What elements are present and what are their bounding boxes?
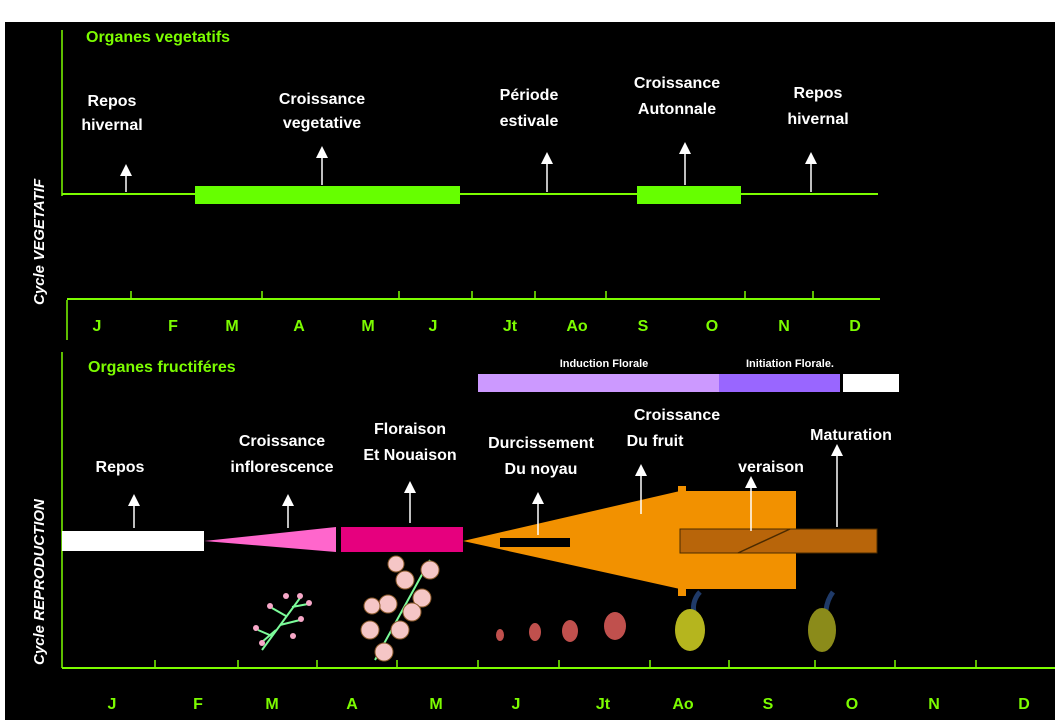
bottom-month-8: Ao — [672, 696, 694, 713]
bottom-stage-2-line1: Croissance — [239, 433, 325, 450]
bottom-title: Organes fructiféres — [88, 359, 236, 376]
initiation-florale-label: Initiation Florale. — [746, 358, 834, 370]
top-stage-4-line2: Autonnale — [638, 101, 716, 118]
top-stage-5-line2: hivernal — [787, 111, 848, 128]
top-month-6: J — [429, 318, 438, 335]
bottom-stage-3-line1: Floraison — [374, 421, 446, 438]
top-cycle-label-text: Cycle VEGETATIF — [31, 178, 48, 305]
top-month-11: N — [778, 318, 790, 335]
bottom-month-4: A — [346, 696, 358, 713]
bottom-month-5: M — [429, 696, 442, 713]
autumn-growth-bar — [637, 186, 741, 204]
bottom-stage-4-line1: Durcissement — [488, 435, 594, 452]
top-month-4: A — [293, 318, 305, 335]
bottom-month-12: D — [1018, 696, 1030, 713]
top-stage-1-line2: hivernal — [81, 117, 142, 134]
fruit-growth-notch-top — [678, 486, 686, 496]
initiation-florale-bar — [719, 374, 840, 392]
top-month-12: D — [849, 318, 861, 335]
bottom-cycle-label-text: Cycle REPRODUCTION — [31, 498, 48, 665]
top-stage-4-line1: Croissance — [634, 75, 720, 92]
bottom-month-10: O — [846, 696, 858, 713]
top-title: Organes vegetatifs — [86, 29, 230, 46]
top-cycle-label: Cycle VEGETATIF — [31, 178, 48, 305]
induction-florale-label: Induction Florale — [560, 358, 649, 370]
top-stage-1-line1: Repos — [88, 93, 137, 110]
top-month-2: F — [168, 318, 178, 335]
top-month-1: J — [93, 318, 102, 335]
bottom-stage-5-line2: Du fruit — [627, 433, 685, 450]
white-end-bar — [843, 374, 899, 392]
bottom-month-6: J — [512, 696, 521, 713]
bottom-stage-4-line2: Du noyau — [505, 461, 578, 478]
bottom-month-11: N — [928, 696, 940, 713]
floraison-bar — [341, 527, 463, 552]
maturation-bar — [680, 529, 877, 553]
bottom-stage-3-line2: Et Nouaison — [363, 447, 456, 464]
top-month-8: Ao — [566, 318, 588, 335]
top-stage-3-line2: estivale — [500, 113, 559, 130]
top-stage-2-line2: vegetative — [283, 115, 361, 132]
bottom-stage-2-line2: inflorescence — [230, 459, 333, 476]
bottom-stage-1-line1: Repos — [96, 459, 145, 476]
top-stage-5-line1: Repos — [794, 85, 843, 102]
bottom-stage-5-line1: Croissance — [634, 407, 720, 424]
top-month-7: Jt — [503, 318, 518, 335]
bottom-month-1: J — [108, 696, 117, 713]
pit-hardening-mark — [500, 538, 570, 547]
bottom-month-9: S — [763, 696, 774, 713]
top-month-5: M — [361, 318, 374, 335]
top-stage-2-line1: Croissance — [279, 91, 365, 108]
fruit-growth-notch-bottom — [678, 586, 686, 596]
bottom-cycle-label: Cycle REPRODUCTION — [31, 498, 48, 665]
induction-florale-bar — [478, 374, 719, 392]
bottom-stage-7-line1: Maturation — [810, 427, 892, 444]
top-month-10: O — [706, 318, 718, 335]
bottom-month-3: M — [265, 696, 278, 713]
top-month-3: M — [225, 318, 238, 335]
bottom-stage-6-line1: veraison — [738, 459, 804, 476]
top-month-9: S — [638, 318, 649, 335]
top-stage-3-line1: Période — [500, 87, 559, 104]
bottom-month-2: F — [193, 696, 203, 713]
bottom-month-7: Jt — [596, 696, 611, 713]
vegetative-growth-bar — [195, 186, 460, 204]
repos-bar — [62, 531, 204, 551]
